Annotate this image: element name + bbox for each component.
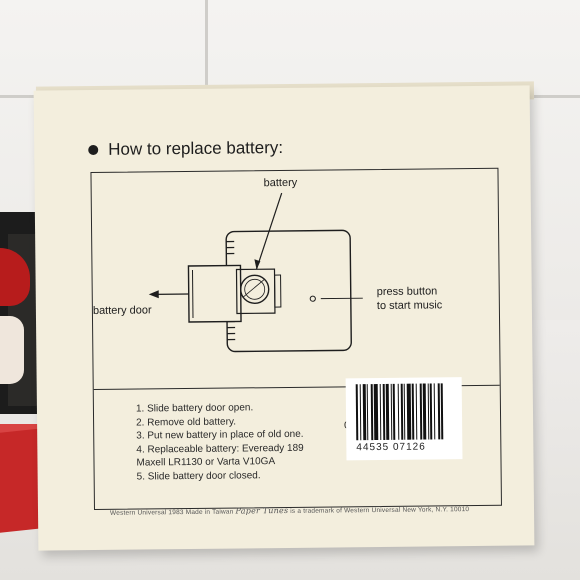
- press-button-label: press button: [376, 285, 438, 299]
- bullet-icon: [88, 144, 99, 156]
- barcode-number: 44535 07126: [356, 441, 426, 454]
- step-line: 3. Put new battery in place of old one.: [136, 428, 304, 442]
- toy-figure-face: [0, 316, 24, 384]
- step-line: 5. Slide battery door closed.: [136, 469, 261, 483]
- battery-door-label: battery door: [92, 304, 152, 318]
- instruction-steps: 1. Slide battery door open. 2. Remove ol…: [136, 401, 304, 484]
- footer-right-text: is a trademark of Western Universal New …: [290, 506, 470, 515]
- instruction-title: How to replace battery:: [108, 138, 284, 159]
- brand-script: Paper Tunes: [235, 505, 289, 516]
- instruction-heading: How to replace battery:: [88, 138, 283, 160]
- battery-label: battery: [263, 176, 298, 190]
- battery-diagram: [148, 192, 363, 353]
- music-box-package: How to replace battery:: [33, 85, 535, 551]
- instruction-panel: battery battery door press button to sta…: [90, 167, 502, 511]
- barcode: 44535 07126: [345, 377, 463, 461]
- step-line: 4. Replaceable battery: Eveready 189: [136, 442, 304, 456]
- barcode-bars: [355, 383, 457, 441]
- footer-left-text: Western Universal 1983 Made in Taiwan: [109, 508, 234, 517]
- start-music-label: to start music: [376, 299, 443, 313]
